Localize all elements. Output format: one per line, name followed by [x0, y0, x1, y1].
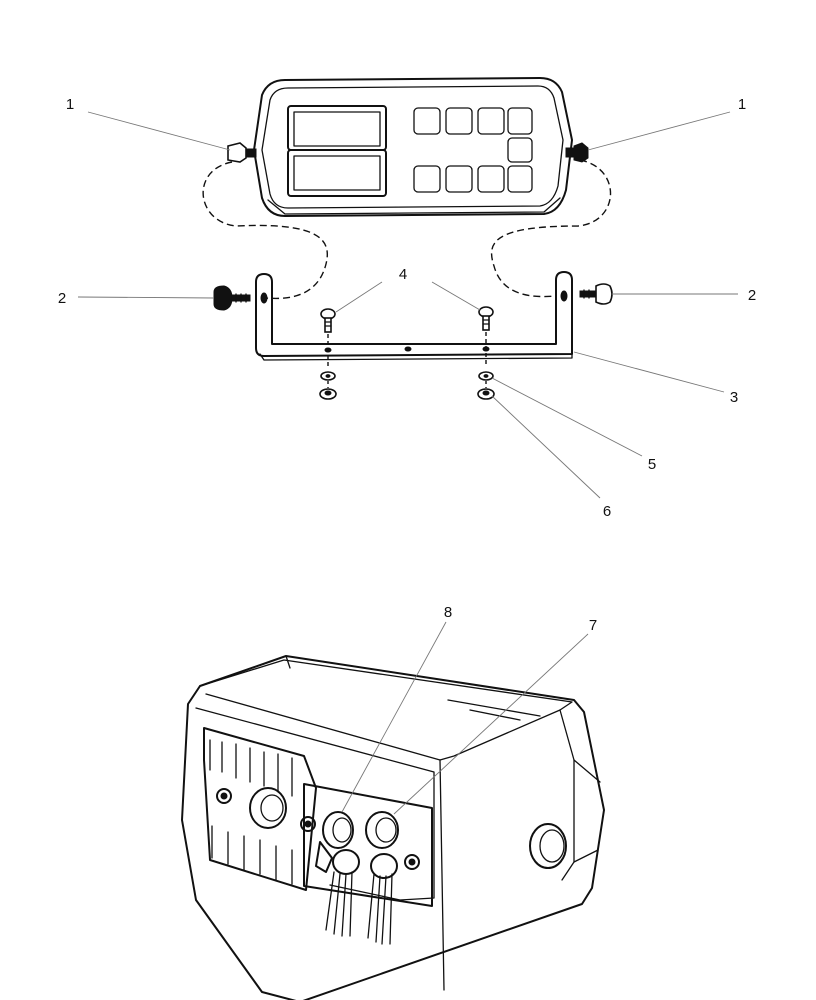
callout-2-right: 2 [748, 287, 756, 304]
callout-8: 8 [444, 604, 452, 621]
callout-6: 6 [603, 503, 611, 520]
callout-1-right: 1 [738, 96, 746, 113]
callout-3: 3 [730, 389, 738, 406]
callout-4: 4 [399, 266, 407, 283]
connector-part-7 [365, 811, 399, 945]
display-window-upper [287, 105, 387, 151]
nut-part-6-left [319, 388, 337, 400]
leader-lines-bottom [341, 621, 589, 815]
bolt-part-4-left [320, 308, 336, 366]
knob-part-1-left [227, 142, 257, 163]
side-knob [529, 823, 567, 869]
leader-lines-top [77, 111, 738, 499]
alignment-paths [202, 159, 612, 300]
callout-5: 5 [648, 456, 656, 473]
thumb-screw-part-2-left [213, 285, 251, 311]
display-window-lower [287, 149, 387, 197]
knob-part-1-right [565, 142, 589, 163]
washer-part-5-left [320, 371, 336, 381]
callout-1-left: 1 [66, 96, 74, 113]
monitor-front-view [253, 77, 573, 217]
monitor-rear-view [181, 655, 605, 1000]
bolt-part-4-right [478, 306, 494, 366]
keypad [413, 107, 533, 193]
washer-part-5-right [478, 371, 494, 381]
thumb-screw-part-2-right [579, 283, 613, 305]
callout-2-left: 2 [58, 290, 66, 307]
mounting-bracket-part-3 [255, 271, 573, 361]
heat-sink-fins [203, 727, 317, 891]
callout-7: 7 [589, 617, 597, 634]
nut-part-6-right [477, 388, 495, 400]
connector-part-8 [315, 811, 360, 937]
